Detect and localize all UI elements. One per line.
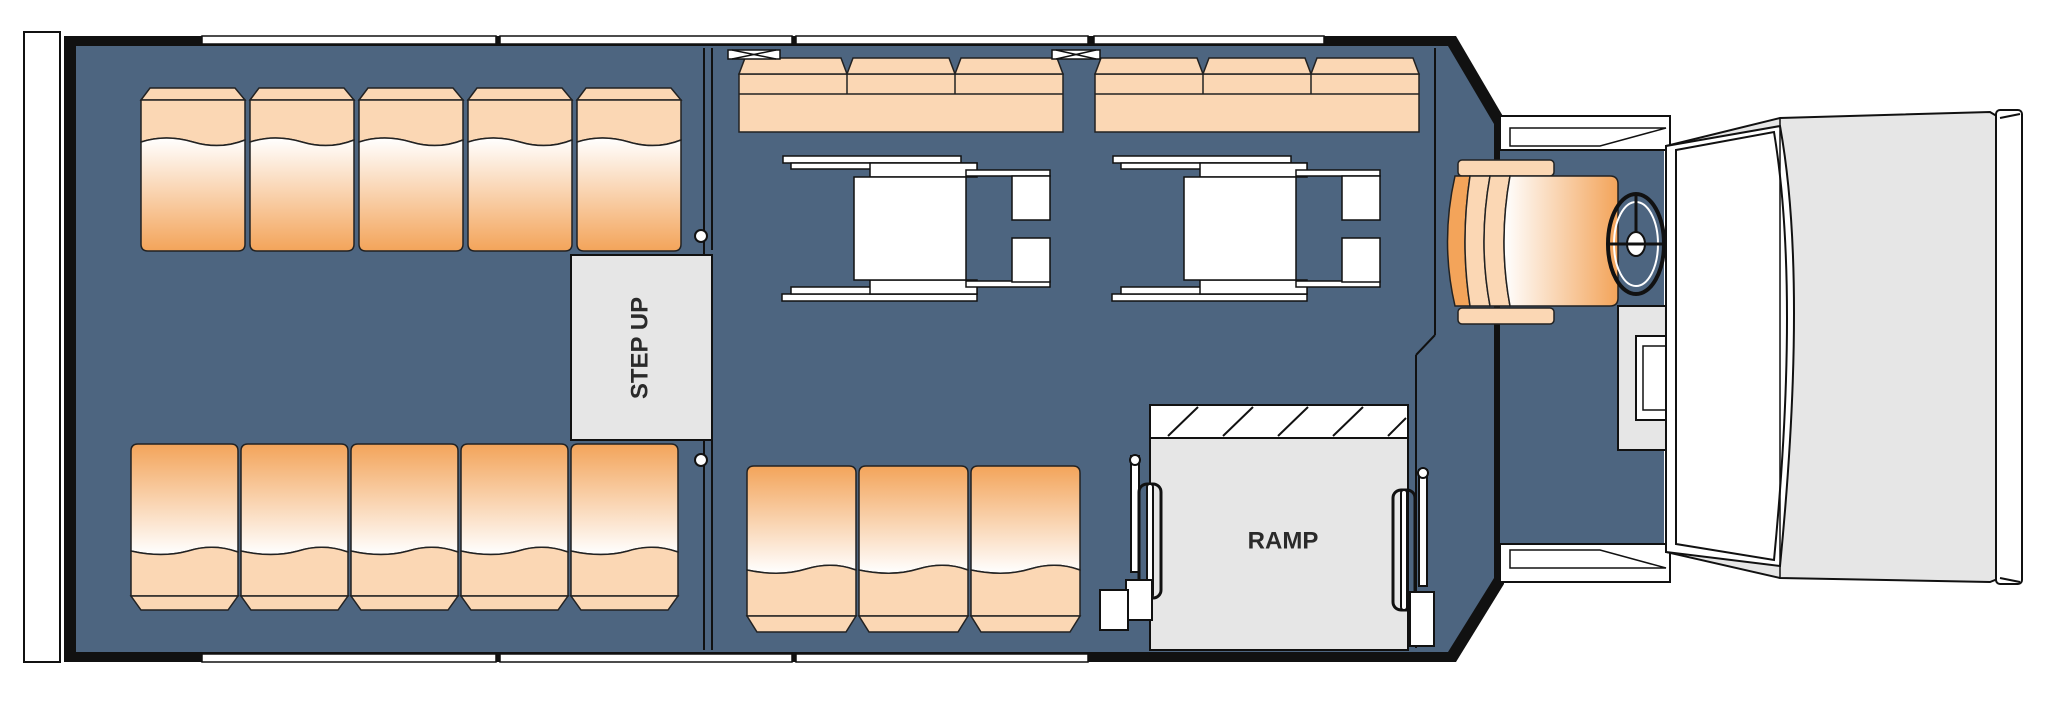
rear-bench-top <box>139 87 683 252</box>
seat <box>357 87 465 252</box>
seat <box>239 443 350 611</box>
rear-bench-bottom <box>129 443 680 611</box>
bench-brackets <box>727 49 1101 60</box>
wheelchair-ramp: RAMP <box>1149 404 1409 651</box>
side-windows <box>201 35 1325 663</box>
step-up-panel: STEP UP <box>570 254 713 441</box>
seat <box>969 465 1082 633</box>
driver-seat <box>1446 159 1619 325</box>
seat <box>857 465 970 633</box>
seat <box>466 87 574 252</box>
seat <box>745 465 858 633</box>
seat <box>139 87 247 252</box>
ramp-label: RAMP <box>1248 527 1319 554</box>
steering-wheel-icon <box>1606 192 1666 296</box>
seat <box>459 443 570 611</box>
ramp-handrail-right <box>1391 467 1435 647</box>
side-bench-front <box>1093 57 1421 133</box>
seat <box>129 443 240 611</box>
step-up-label: STEP UP <box>626 297 653 399</box>
front-bumper <box>1995 109 2023 585</box>
side-bench-middle <box>737 57 1065 133</box>
front-bench-bottom <box>745 465 1082 633</box>
seat <box>349 443 460 611</box>
seat <box>248 87 356 252</box>
seat <box>569 443 680 611</box>
ramp-handrail-left <box>1099 454 1163 631</box>
partition-bolts <box>694 229 708 467</box>
wheelchair-position-2 <box>1111 155 1381 302</box>
seat <box>575 87 683 252</box>
rear-bumper <box>23 31 61 663</box>
wheelchair-position-1 <box>781 155 1051 302</box>
hood <box>1665 110 2001 584</box>
